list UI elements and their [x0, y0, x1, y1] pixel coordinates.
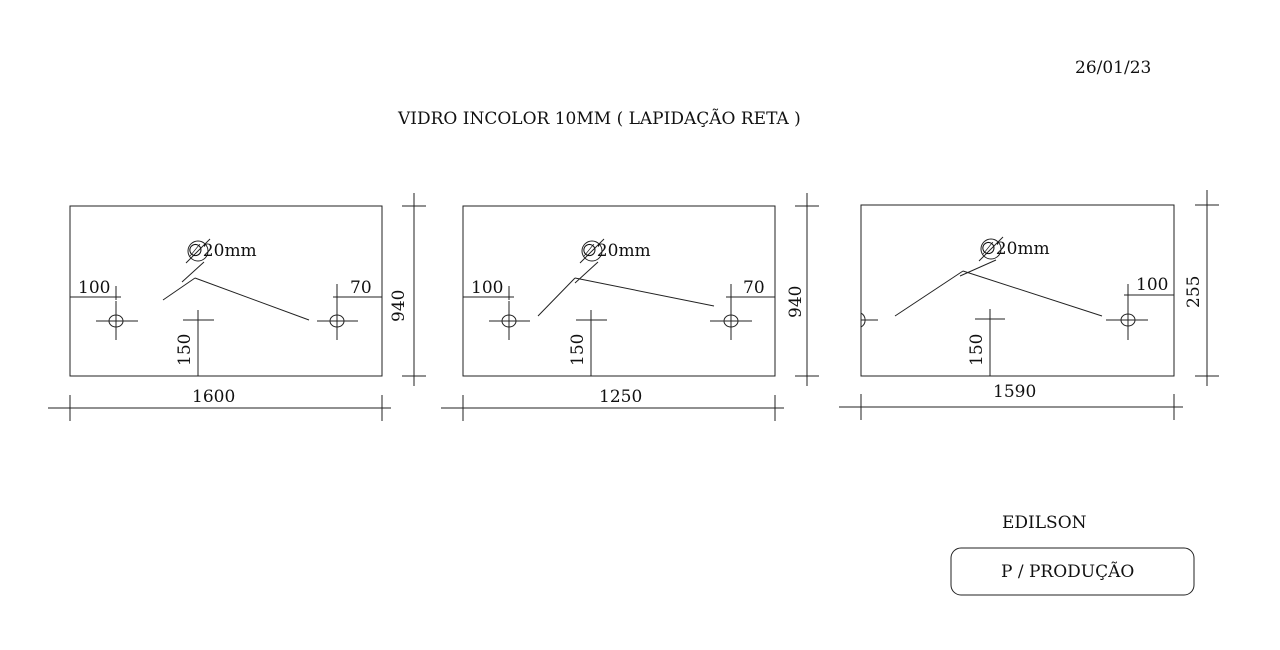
bottom-offset-dimension: 150 — [967, 334, 987, 366]
diameter-symbol-icon — [185, 238, 211, 264]
panel-2: ∅20mm 100 70 150 1250 940 — [441, 193, 819, 421]
drawing-date: 26/01/23 — [1075, 58, 1151, 78]
right-offset-dimension: 100 — [1136, 275, 1168, 295]
production-stamp-text: P / PRODUÇÃO — [1001, 561, 1134, 582]
diameter-symbol-icon — [978, 236, 1004, 262]
hole-right — [710, 301, 752, 340]
author-name: EDILSON — [1002, 513, 1087, 533]
panel-1: ∅20mm 100 70 150 1600 — [48, 193, 426, 421]
width-dimension: 1250 — [599, 387, 642, 407]
drawing-title: VIDRO INCOLOR 10MM ( LAPIDAÇÃO RETA ) — [397, 108, 801, 129]
width-dimension: 1590 — [993, 382, 1036, 402]
hole-diameter-label: ∅20mm — [188, 241, 257, 261]
bottom-offset-dimension: 150 — [568, 334, 588, 366]
height-dimension: 940 — [786, 286, 806, 318]
diameter-symbol-icon — [579, 238, 605, 264]
width-dimension: 1600 — [192, 387, 235, 407]
left-offset-dimension: 100 — [78, 278, 110, 298]
height-dimension: 940 — [389, 290, 409, 322]
hole-right — [317, 301, 358, 340]
hole-diameter-label: ∅20mm — [582, 241, 651, 261]
hole-left — [489, 301, 530, 340]
right-offset-dimension: 70 — [350, 278, 372, 298]
glass-outline — [69, 205, 383, 377]
left-offset-dimension: 100 — [471, 278, 503, 298]
panel-3: ∅20mm 100 150 1590 255 — [839, 190, 1219, 420]
production-stamp-box — [950, 547, 1195, 596]
height-dimension: 255 — [1184, 276, 1204, 308]
glass-outline — [860, 204, 1175, 377]
bottom-offset-dimension: 150 — [175, 334, 195, 366]
hole-left — [96, 301, 138, 340]
hole-right — [1106, 300, 1148, 340]
right-offset-dimension: 70 — [743, 278, 765, 298]
glass-outline — [462, 205, 776, 377]
hole-diameter-label: ∅20mm — [981, 239, 1050, 259]
